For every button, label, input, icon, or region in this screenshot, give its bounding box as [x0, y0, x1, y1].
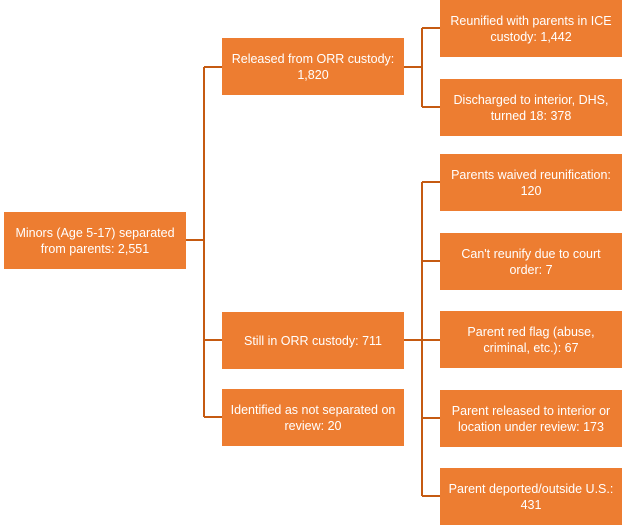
parent-deported-node: Parent deported/outside U.S.: 431 [440, 468, 622, 525]
released-node: Released from ORR custody: 1,820 [222, 38, 404, 95]
released-node-label: Released from ORR custody: 1,820 [231, 51, 395, 82]
red-flag-node: Parent red flag (abuse, criminal, etc.):… [440, 311, 622, 368]
not-separated-node-label: Identified as not separated on review: 2… [230, 402, 396, 433]
waived-reunification-node: Parents waived reunification: 120 [440, 154, 622, 211]
still-in-custody-node-label: Still in ORR custody: 711 [243, 333, 383, 348]
waived-reunification-node-label: Parents waived reunification: 120 [451, 167, 611, 198]
not-separated-node: Identified as not separated on review: 2… [222, 389, 404, 446]
court-order-node-label: Can't reunify due to court order: 7 [461, 246, 601, 277]
court-order-node: Can't reunify due to court order: 7 [440, 233, 622, 290]
discharged-node: Discharged to interior, DHS, turned 18: … [440, 79, 622, 136]
reunified-node-label: Reunified with parents in ICE custody: 1… [450, 13, 612, 44]
parent-released-node: Parent released to interior or location … [440, 390, 622, 447]
parent-deported-node-label: Parent deported/outside U.S.: 431 [448, 481, 614, 512]
red-flag-node-label: Parent red flag (abuse, criminal, etc.):… [467, 324, 595, 355]
discharged-node-label: Discharged to interior, DHS, turned 18: … [453, 92, 609, 123]
root-node-label: Minors (Age 5-17) separated from parents… [15, 225, 175, 256]
still-in-custody-node: Still in ORR custody: 711 [222, 312, 404, 369]
root-node: Minors (Age 5-17) separated from parents… [4, 212, 186, 269]
reunified-node: Reunified with parents in ICE custody: 1… [440, 0, 622, 57]
parent-released-node-label: Parent released to interior or location … [451, 403, 611, 434]
